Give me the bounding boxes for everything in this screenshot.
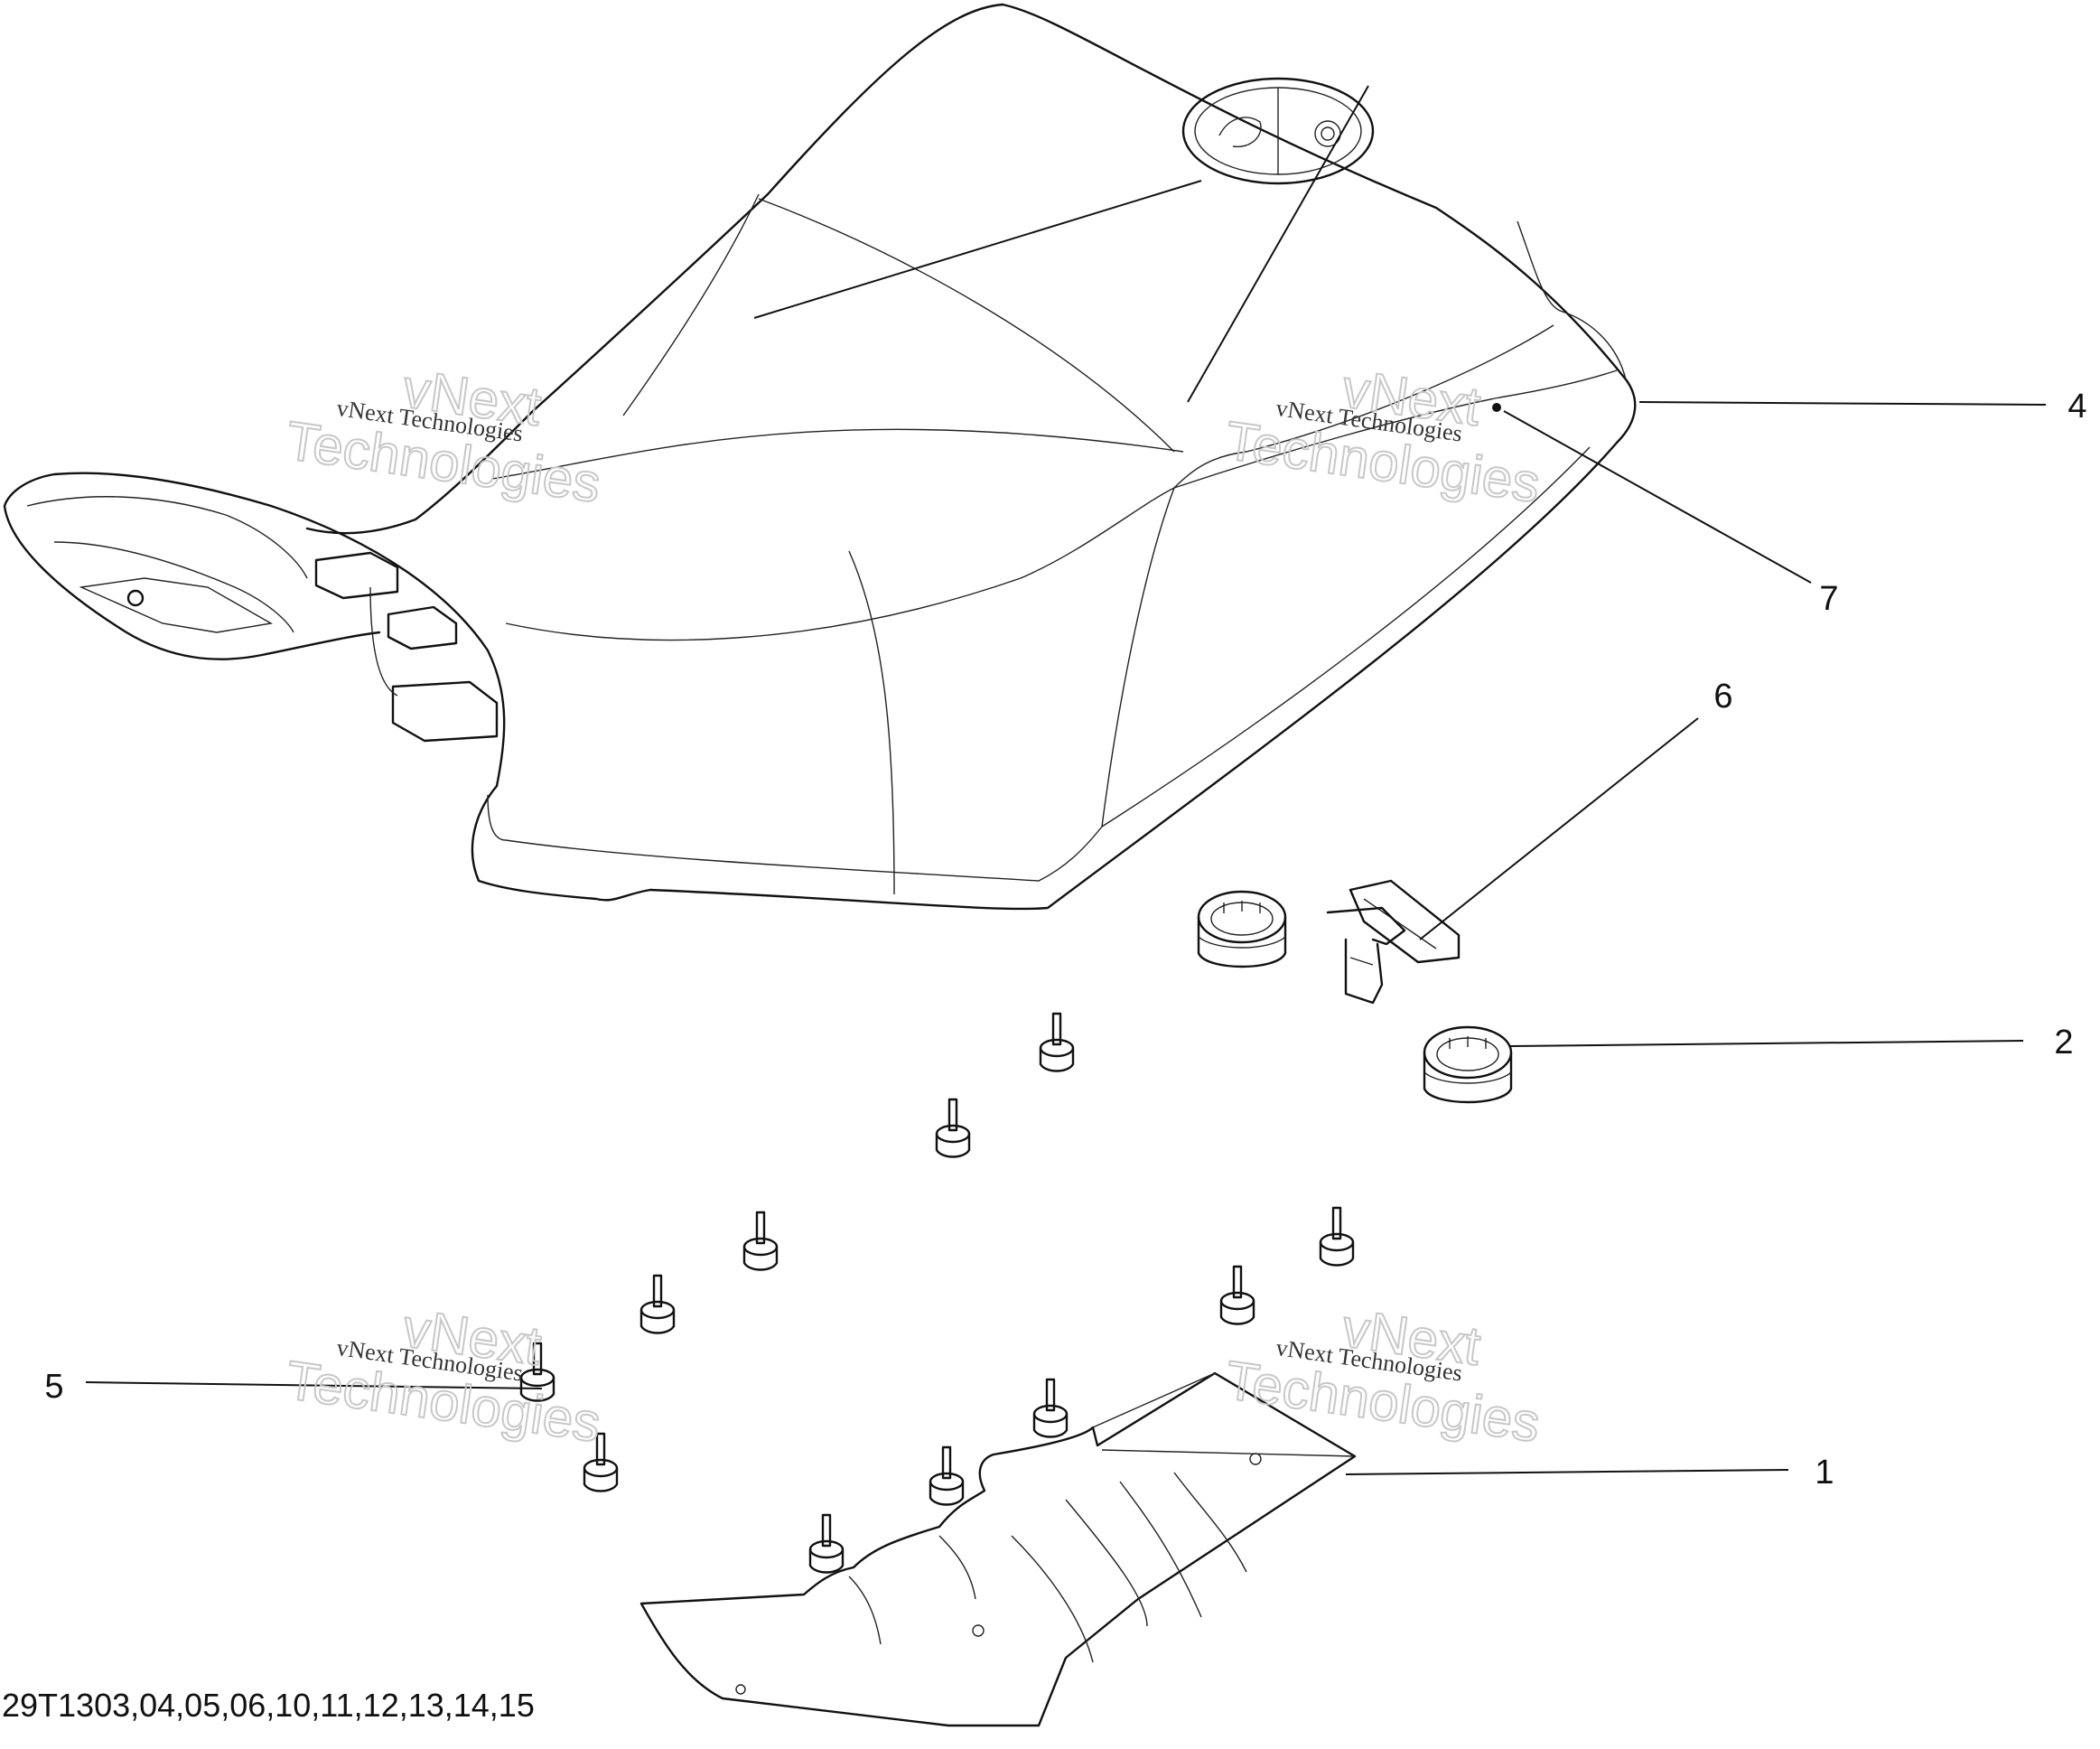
base-plate-drawing — [639, 1371, 1357, 1727]
leader-seat-logo — [1187, 85, 1369, 403]
callout-1: 1 — [1815, 1454, 1834, 1492]
screw-10 — [929, 1445, 965, 1506]
leader-lines — [85, 85, 2047, 1475]
watermark-top-right: vNext Technologies vNext Technologies — [1221, 357, 1545, 515]
seat-drawing — [3, 3, 1637, 911]
callout-5: 5 — [44, 1368, 63, 1406]
watermark-top-left: vNext Technologies vNext Technologies — [282, 357, 605, 515]
screw-8 — [583, 1432, 619, 1492]
screw-11 — [808, 1513, 845, 1574]
callout-numbers: 4 7 6 2 5 1 — [44, 388, 2086, 1492]
callout-6: 6 — [1713, 678, 1732, 716]
callout-7: 7 — [1819, 580, 1838, 618]
latch-drawing — [1326, 879, 1461, 1005]
screw-7 — [519, 1342, 555, 1402]
screw-9 — [1032, 1378, 1069, 1438]
grommet-drawing — [1197, 890, 1513, 1104]
screw-5 — [1319, 1206, 1355, 1267]
screw-2 — [935, 1098, 971, 1158]
screw-4 — [639, 1274, 676, 1334]
screw-1 — [1039, 1012, 1075, 1072]
leader-1 — [1345, 1469, 1789, 1475]
screws-drawing — [519, 1012, 1355, 1574]
leader-4 — [1638, 401, 2047, 406]
leader-seat-ridge — [753, 180, 1202, 319]
leader-2 — [1509, 1040, 2024, 1047]
watermark-bottom-right: vNext Technologies vNext Technologies — [1221, 1296, 1545, 1454]
callout-4: 4 — [2067, 388, 2086, 426]
drawing-code: 29T1303,04,05,06,10,11,12,13,14,15 — [2, 1687, 535, 1724]
screw-3 — [742, 1211, 779, 1271]
screw-6 — [1219, 1265, 1255, 1325]
callout-2: 2 — [2054, 1024, 2073, 1062]
leader-6 — [1419, 717, 1699, 940]
leader-5 — [85, 1381, 543, 1389]
leader-7 — [1503, 410, 1812, 584]
watermark-bottom-left: vNext Technologies vNext Technologies — [282, 1296, 605, 1454]
